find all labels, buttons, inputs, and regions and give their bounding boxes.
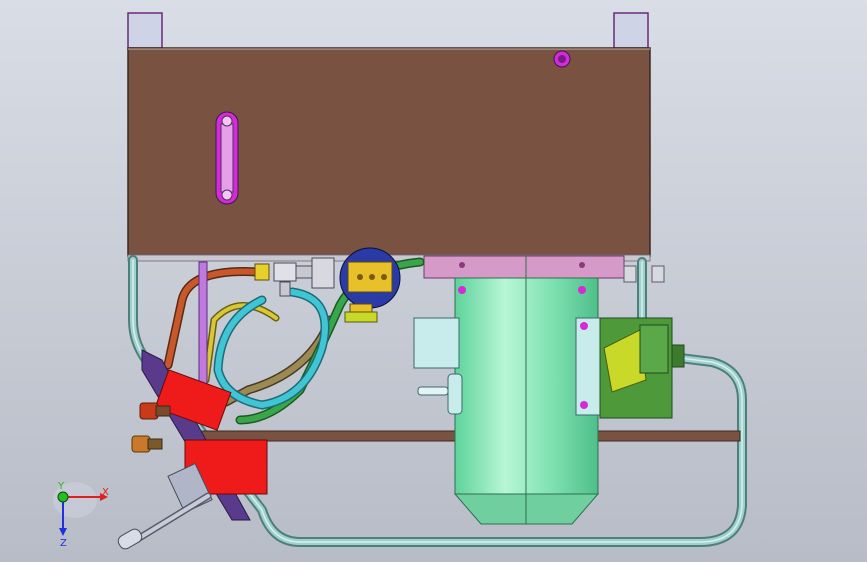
- flange-bolt-icon: [458, 286, 466, 294]
- hose-yellow[interactable]: [202, 302, 280, 384]
- hose-cyan[interactable]: [213, 287, 330, 410]
- return-filter[interactable]: [311, 247, 401, 323]
- coordinate-triad[interactable]: X Y Z: [53, 481, 109, 549]
- flange-bolt-icon: [459, 262, 465, 268]
- y-axis-dot-icon: [57, 491, 69, 503]
- x-axis-label: X: [102, 487, 109, 498]
- handwheel-icon[interactable]: [139, 402, 171, 420]
- pipe-fitting-icon[interactable]: [623, 265, 665, 283]
- flange-bolt-icon: [580, 322, 588, 330]
- x-axis-arrowhead-icon: [100, 493, 108, 501]
- flange-bolt-icon: [580, 401, 588, 409]
- flange-bolt-icon: [579, 262, 585, 268]
- oil-tank[interactable]: [127, 47, 651, 257]
- filler-cap-icon[interactable]: [553, 50, 571, 68]
- z-axis-label: Z: [60, 538, 67, 549]
- z-axis-arrowhead-icon: [59, 528, 67, 536]
- sight-glass-icon[interactable]: [215, 111, 239, 205]
- hydraulic-motor[interactable]: [599, 317, 685, 419]
- suction-pipe[interactable]: [198, 261, 208, 388]
- handwheel-icon[interactable]: [131, 435, 163, 453]
- flange-bolt-icon: [578, 286, 586, 294]
- pump-motor[interactable]: [413, 255, 625, 525]
- lifting-bracket-right[interactable]: [613, 12, 649, 49]
- tee-fitting-icon[interactable]: [254, 262, 313, 297]
- valve-block[interactable]: [141, 349, 268, 521]
- valve-lever[interactable]: [116, 492, 212, 551]
- lifting-bracket-left[interactable]: [127, 12, 163, 49]
- y-axis-label: Y: [57, 481, 65, 492]
